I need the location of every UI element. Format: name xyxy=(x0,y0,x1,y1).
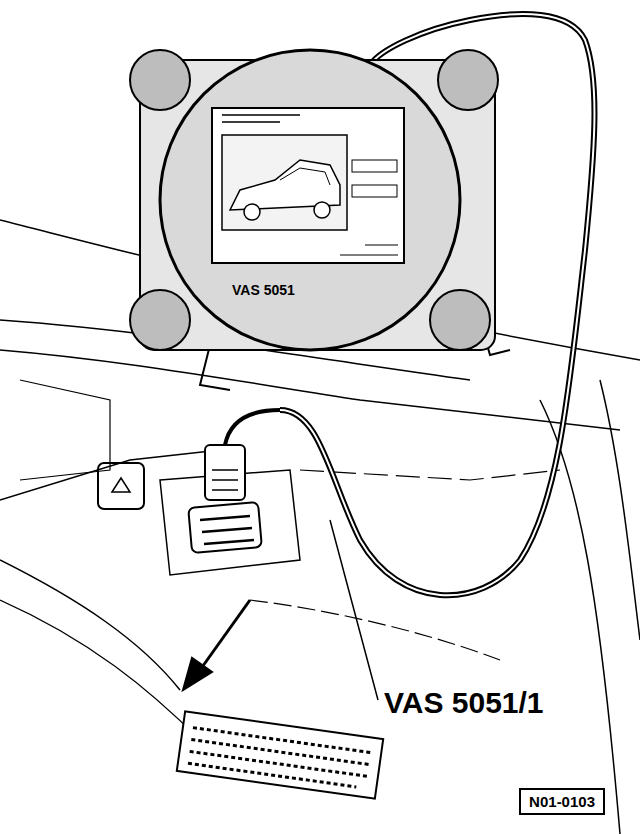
screen-label: VAS 5051 xyxy=(232,282,295,298)
figure-number-box: N01-0103 xyxy=(519,788,605,815)
figure-number: N01-0103 xyxy=(529,793,595,810)
part-label: VAS 5051/1 xyxy=(384,686,544,720)
